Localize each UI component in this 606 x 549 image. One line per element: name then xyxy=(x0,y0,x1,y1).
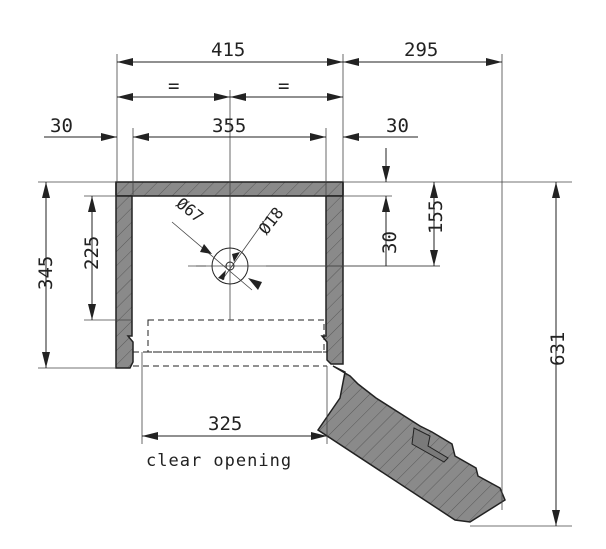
dim-opening-width: 325 xyxy=(208,413,242,435)
bottom-dimension xyxy=(141,352,328,444)
open-door xyxy=(316,365,506,523)
dim-overall-width: 415 xyxy=(211,39,245,61)
dim-wall-left: 30 xyxy=(50,115,73,137)
dim-wall-right: 30 xyxy=(386,115,409,137)
hole-small-label: Ø18 xyxy=(255,204,288,238)
hole-symbol xyxy=(171,209,273,291)
dim-total-height: 631 xyxy=(547,332,569,366)
dim-door-projection: 295 xyxy=(404,39,438,61)
dim-hole-offset: 30 xyxy=(379,231,401,254)
hole-large-label: Ø67 xyxy=(173,194,207,227)
dim-half-left: = xyxy=(168,75,179,97)
dim-hole-height: 225 xyxy=(81,236,103,270)
clear-opening-label: clear opening xyxy=(146,451,292,471)
cabinet-body xyxy=(115,181,344,369)
right-dimensions xyxy=(266,148,572,527)
door-closed-outline xyxy=(133,319,327,367)
dim-half-right: = xyxy=(278,75,289,97)
dim-hole-from-top: 155 xyxy=(425,200,447,234)
dim-overall-height: 345 xyxy=(35,256,57,290)
top-dimensions xyxy=(44,54,503,510)
left-dimensions xyxy=(38,181,132,369)
dim-inner-width: 355 xyxy=(212,115,246,137)
